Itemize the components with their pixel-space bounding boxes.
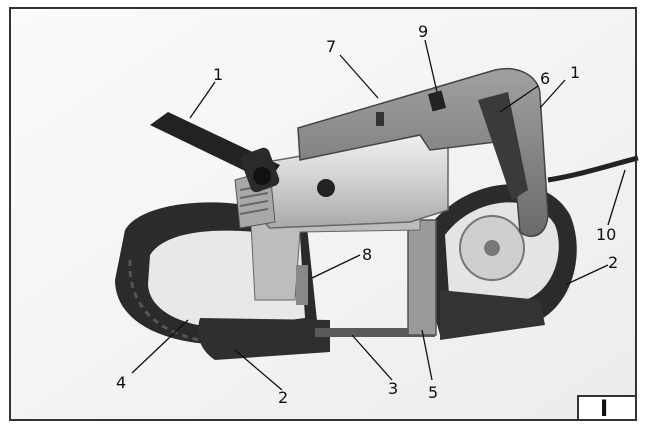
callout-6: 6 — [540, 69, 550, 88]
figure-number-box — [577, 395, 637, 421]
callout-3: 3 — [388, 379, 398, 398]
callout-8: 8 — [362, 245, 372, 264]
callout-2-right: 2 — [608, 253, 618, 272]
depth-stop — [296, 265, 308, 305]
figure-number: I — [600, 397, 608, 422]
callout-2-bottom: 2 — [278, 388, 288, 407]
leader-lines — [131, 39, 626, 391]
lower-guard — [198, 318, 435, 360]
callout-4: 4 — [116, 373, 126, 392]
callout-5: 5 — [428, 383, 438, 402]
callout-10: 10 — [596, 225, 616, 244]
callout-1-right: 1 — [570, 63, 580, 82]
saw-blade — [315, 328, 435, 337]
callout-7: 7 — [326, 37, 336, 56]
callout-9: 9 — [418, 22, 428, 41]
lock-button — [427, 90, 447, 112]
main-handle — [297, 67, 549, 237]
trigger-grip — [478, 92, 528, 200]
power-cord — [547, 155, 639, 183]
blade-guide — [407, 219, 437, 336]
auxiliary-handle — [150, 112, 280, 193]
callout-1-left: 1 — [213, 65, 223, 84]
